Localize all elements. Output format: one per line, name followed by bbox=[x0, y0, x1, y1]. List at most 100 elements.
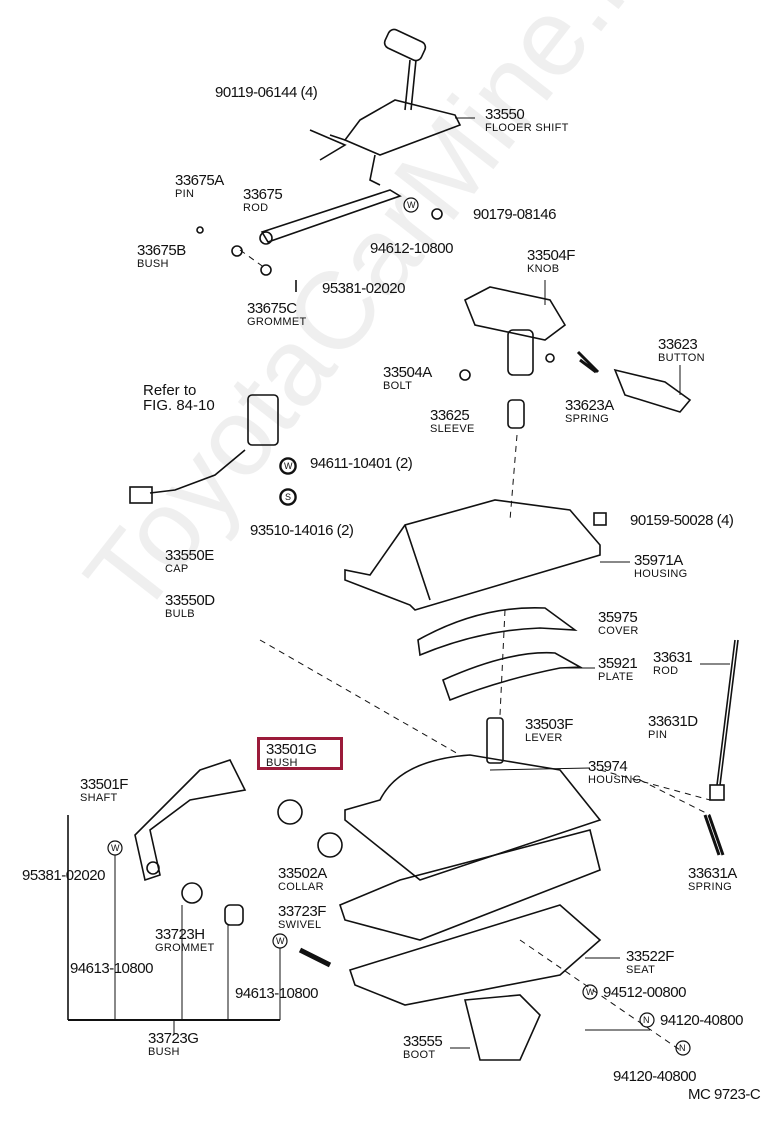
part-number: 33504A bbox=[383, 364, 432, 381]
part-number: 33502A bbox=[278, 865, 327, 882]
lever-housing-part bbox=[277, 717, 602, 1006]
callout[interactable]: 93510-14016 (2) bbox=[250, 523, 354, 538]
part-name: SLEEVE bbox=[430, 423, 475, 435]
callout[interactable]: 94120-40800 bbox=[660, 1013, 743, 1028]
part-number: 35974 bbox=[588, 758, 628, 775]
part-number: 33675A bbox=[175, 172, 224, 189]
part-name: COVER bbox=[598, 625, 639, 637]
callout[interactable]: 94613-10800 bbox=[235, 986, 318, 1001]
svg-text:N: N bbox=[679, 1043, 686, 1053]
floor-shift-part bbox=[309, 28, 462, 186]
svg-text:W: W bbox=[284, 461, 293, 471]
reference-line2: FIG. 84-10 bbox=[143, 397, 215, 414]
part-name: SHAFT bbox=[80, 792, 118, 804]
part-name: COLLAR bbox=[278, 881, 324, 893]
switch-part bbox=[129, 394, 297, 506]
part-number: 95381-02020 bbox=[22, 867, 105, 884]
svg-text:W: W bbox=[276, 936, 285, 946]
part-number: 35921 bbox=[598, 655, 638, 672]
knob-part bbox=[459, 286, 692, 429]
svg-text:N: N bbox=[643, 1015, 650, 1025]
part-number: 33631 bbox=[653, 649, 693, 666]
callout[interactable]: 95381-02020 bbox=[322, 281, 405, 296]
part-name: BOOT bbox=[403, 1049, 436, 1061]
part-name: BUSH bbox=[137, 258, 169, 270]
part-number: 33550 bbox=[485, 106, 525, 123]
part-name: SPRING bbox=[565, 413, 609, 425]
callout[interactable]: 95381-02020 bbox=[22, 868, 105, 883]
callout[interactable]: 90179-08146 bbox=[473, 207, 556, 222]
callout[interactable]: 90119-06144 (4) bbox=[215, 85, 318, 100]
figure-reference[interactable]: Refer to FIG. 84-10 bbox=[143, 383, 215, 413]
callout[interactable]: 94612-10800 bbox=[370, 241, 453, 256]
svg-text:S: S bbox=[285, 492, 291, 502]
part-name: BOLT bbox=[383, 380, 413, 392]
part-number: 33555 bbox=[403, 1033, 443, 1050]
callout[interactable]: 90159-50028 (4) bbox=[630, 512, 734, 529]
figure-code: MC 9723-C bbox=[688, 1086, 761, 1103]
part-number: 90159-50028 (4) bbox=[630, 512, 734, 529]
callout[interactable]: 94611-10401 (2) bbox=[310, 456, 413, 471]
part-number: 33631D bbox=[648, 713, 698, 730]
shaft-part bbox=[67, 759, 332, 1020]
part-name: BUSH bbox=[148, 1046, 180, 1058]
part-number: 33501F bbox=[80, 776, 128, 793]
part-number: 94120-40800 bbox=[613, 1068, 696, 1085]
part-name: FLOOER SHIFT bbox=[485, 122, 569, 134]
callout[interactable]: 94613-10800 bbox=[70, 961, 153, 976]
callout[interactable]: 94120-40800 bbox=[613, 1069, 696, 1084]
part-name: PIN bbox=[175, 188, 195, 200]
part-name: KNOB bbox=[527, 263, 560, 275]
dashed-assembly-lines bbox=[239, 249, 711, 1051]
part-number: 33675B bbox=[137, 242, 186, 259]
part-name: SWIVEL bbox=[278, 919, 322, 931]
callout[interactable]: 94512-00800 bbox=[603, 985, 686, 1000]
rod-33631-part bbox=[703, 639, 739, 856]
part-number: 33723G bbox=[148, 1030, 199, 1047]
part-number: 33675 bbox=[243, 186, 283, 203]
part-number: 33625 bbox=[430, 407, 470, 424]
reference-line1: Refer to bbox=[143, 382, 197, 399]
part-number: 35975 bbox=[598, 609, 638, 626]
part-number: 95381-02020 bbox=[322, 280, 405, 297]
part-name: GROMMET bbox=[155, 942, 215, 954]
part-name: BUSH bbox=[266, 757, 298, 769]
part-number: 90179-08146 bbox=[473, 206, 556, 223]
part-number: 94612-10800 bbox=[370, 240, 453, 257]
part-number: 33631A bbox=[688, 865, 737, 882]
part-name: PLATE bbox=[598, 671, 634, 683]
part-number: 33550E bbox=[165, 547, 214, 564]
part-number: 33522F bbox=[626, 948, 674, 965]
part-name: PIN bbox=[648, 729, 668, 741]
